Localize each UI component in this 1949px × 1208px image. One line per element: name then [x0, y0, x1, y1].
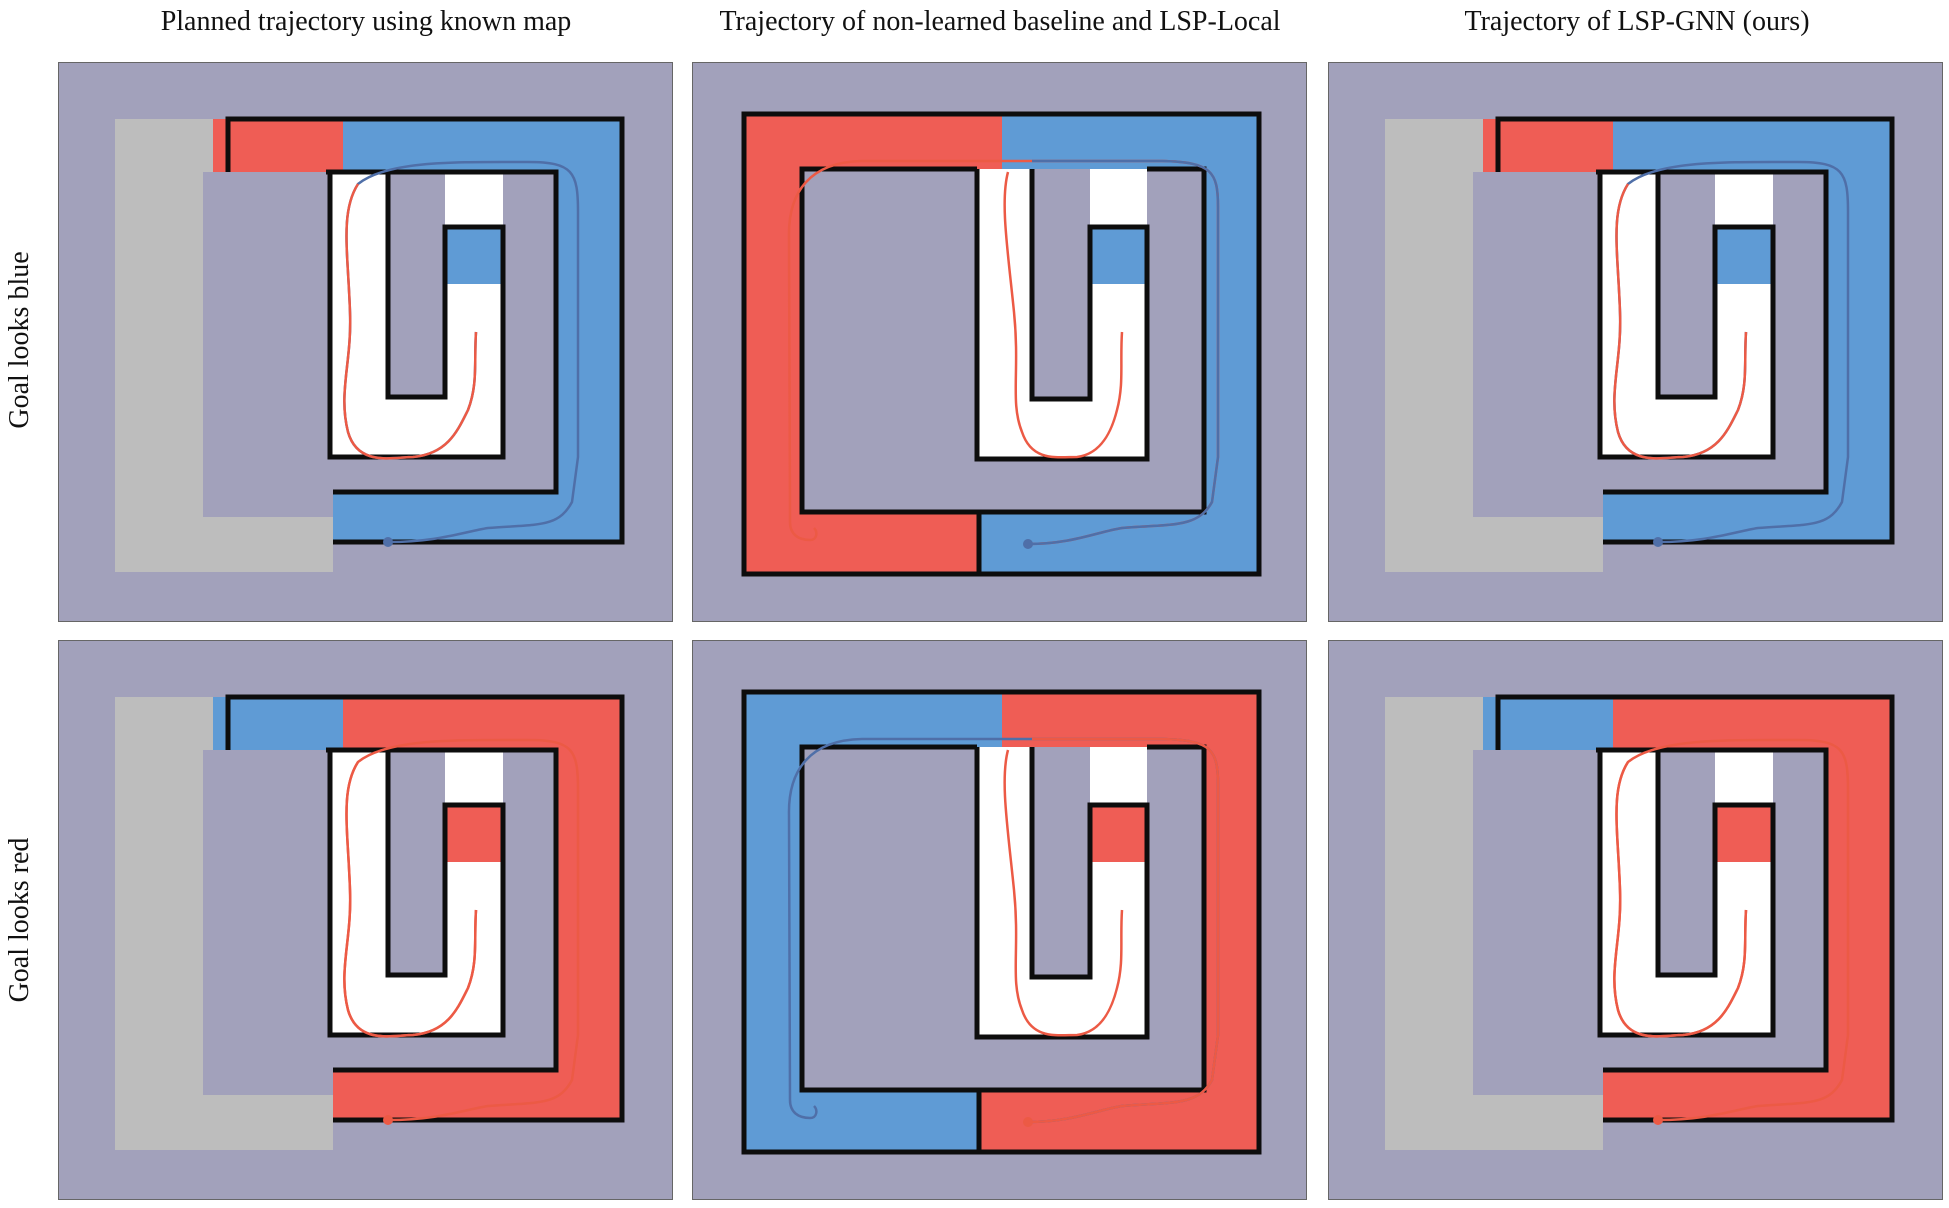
- spiral-inner-block: [388, 172, 445, 397]
- start-point: [1653, 1115, 1663, 1125]
- column-title-known-map: Planned trajectory using known map: [160, 6, 572, 37]
- maze-map: [58, 640, 673, 1200]
- goal-region-bottom: [979, 512, 1259, 574]
- goal-region-bottom: [1603, 492, 1892, 542]
- unexplored-corridor-bottom: [1385, 517, 1603, 572]
- goal-patch-inner: [1715, 227, 1773, 284]
- wall-outer-loop: [1495, 694, 1895, 1123]
- wall-spiral: [327, 172, 506, 460]
- wall-inner-loop: [799, 166, 1207, 515]
- goal-patch-inner: [1715, 805, 1773, 862]
- panel-border: [1328, 640, 1943, 1200]
- unexplored-corridor-bottom: [1385, 1095, 1603, 1150]
- row-label-goal-blue: Goal looks blue: [4, 251, 35, 429]
- start-point: [1653, 537, 1663, 547]
- wall-spiral: [1597, 172, 1776, 460]
- goal-patch-inner: [445, 227, 503, 284]
- trajectory-goal-segment: [1027, 159, 1220, 546]
- goal-region-bottom: [333, 492, 622, 542]
- trajectory-spiral-segment: [1613, 761, 1748, 1038]
- start-point: [383, 1115, 393, 1125]
- distractor-region-bottom: [744, 1090, 979, 1152]
- column-title-lsp-gnn: Trajectory of LSP-GNN (ours): [1464, 6, 1810, 37]
- trajectory-spiral-segment: [343, 183, 478, 460]
- wall-outer-frame: [741, 111, 1262, 577]
- start-point: [1023, 539, 1033, 549]
- panel-border: [58, 62, 673, 622]
- unexplored-corridor-bottom: [115, 517, 333, 572]
- trajectory-goal-segment: [1027, 737, 1220, 1124]
- goal-patch-inner: [1090, 227, 1147, 284]
- distractor-region: [1483, 697, 1613, 750]
- goal-region-right: [1826, 697, 1892, 1120]
- wall-inner-loop: [799, 744, 1207, 1093]
- maze-map: [1328, 640, 1943, 1200]
- panel-known-map-goal-red: [58, 640, 673, 1200]
- background-block: [1473, 750, 1603, 1095]
- panel-border: [692, 640, 1307, 1200]
- distractor-region-bottom: [744, 512, 979, 574]
- maze-map: [692, 640, 1307, 1200]
- wall-spiral: [327, 750, 506, 1038]
- wall-outer-frame: [741, 689, 1262, 1155]
- wall-spiral: [974, 747, 1150, 1040]
- distractor-region-left: [744, 114, 802, 574]
- goal-region-bottom: [979, 1090, 1259, 1152]
- goal-region-right: [556, 119, 622, 542]
- distractor-region: [213, 119, 343, 172]
- panel-known-map-goal-blue: [58, 62, 673, 622]
- goal-region-bottom: [1603, 1070, 1892, 1120]
- start-point: [383, 537, 393, 547]
- start-point: [1023, 1117, 1033, 1127]
- wall-inner-loop: [1596, 169, 1829, 495]
- distractor-region-left: [744, 692, 802, 1152]
- goal-region-right: [1204, 692, 1259, 1152]
- wall-spiral: [974, 169, 1150, 462]
- goal-region-right: [556, 697, 622, 1120]
- wall-spiral: [1597, 750, 1776, 1038]
- goal-region-right: [1826, 119, 1892, 542]
- distractor-region: [1483, 119, 1613, 172]
- maze-map: [58, 62, 673, 622]
- spiral-inner-block: [1032, 747, 1090, 977]
- trajectory-spiral-segment: [343, 761, 478, 1038]
- wall-inner-loop: [326, 169, 559, 495]
- wall-outer-loop: [225, 694, 625, 1123]
- wall-inner-loop: [326, 747, 559, 1073]
- spiral-inner-block: [1032, 169, 1090, 399]
- wall-inner-loop: [1596, 747, 1829, 1073]
- goal-region-bottom: [333, 1070, 622, 1120]
- trajectory-spiral-segment: [1003, 171, 1124, 459]
- distractor-region: [213, 697, 343, 750]
- column-title-baseline: Trajectory of non-learned baseline and L…: [719, 6, 1281, 37]
- trajectory-spiral-segment: [1613, 183, 1748, 460]
- background-block: [1473, 172, 1603, 517]
- background-block: [203, 172, 333, 517]
- panel-border: [1328, 62, 1943, 622]
- spiral-inner-block: [1658, 172, 1715, 397]
- panel-baseline-goal-blue: [692, 62, 1307, 622]
- goal-patch-inner: [445, 805, 503, 862]
- panel-border: [692, 62, 1307, 622]
- background-block: [203, 750, 333, 1095]
- wall-outer-loop: [225, 116, 625, 545]
- wall-outer-loop: [1495, 116, 1895, 545]
- trajectory-spiral-segment: [1003, 749, 1124, 1037]
- maze-map: [1328, 62, 1943, 622]
- panel-border: [58, 640, 673, 1200]
- panel-lsp-gnn-goal-red: [1328, 640, 1943, 1200]
- goal-region-right: [1204, 114, 1259, 574]
- goal-patch-inner: [1090, 805, 1147, 862]
- spiral-inner-block: [388, 750, 445, 975]
- panel-baseline-goal-red: [692, 640, 1307, 1200]
- maze-map: [692, 62, 1307, 622]
- panel-lsp-gnn-goal-blue: [1328, 62, 1943, 622]
- row-label-goal-red: Goal looks red: [4, 837, 35, 1003]
- spiral-inner-block: [1658, 750, 1715, 975]
- unexplored-corridor-bottom: [115, 1095, 333, 1150]
